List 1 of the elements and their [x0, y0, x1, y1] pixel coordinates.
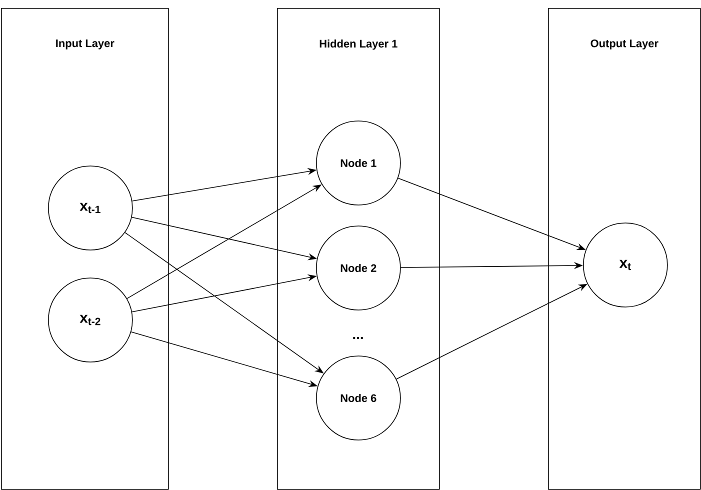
ellipsis: ...	[353, 336, 363, 340]
